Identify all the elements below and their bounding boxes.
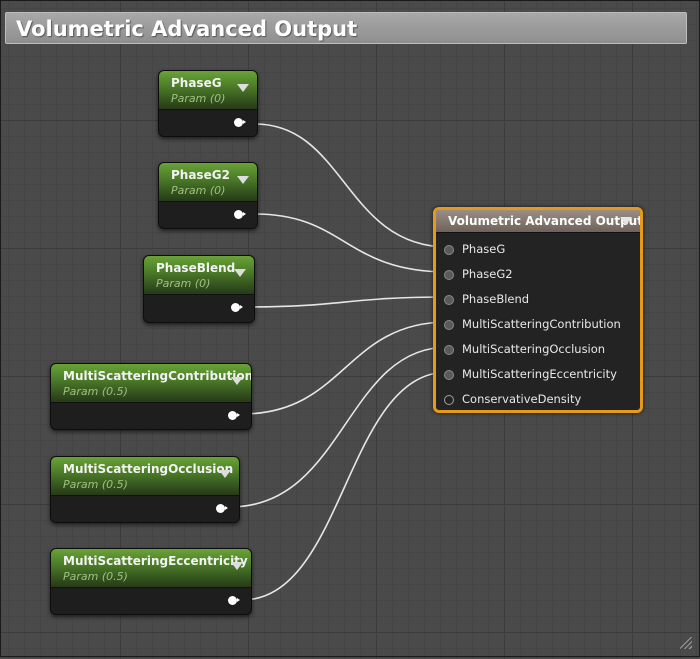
param-node-title: PhaseG <box>171 76 222 90</box>
output-pin-icon[interactable] <box>228 411 240 420</box>
param-node-title: PhaseG2 <box>171 168 230 182</box>
param-node-subtitle: Param (0) <box>171 92 226 105</box>
param-node-body <box>144 295 254 321</box>
input-row-phaseblend[interactable]: PhaseBlend <box>436 291 640 309</box>
output-node-header[interactable]: Volumetric Advanced Output <box>436 210 640 233</box>
output-node-title: Volumetric Advanced Output <box>448 214 643 228</box>
input-label: PhaseG2 <box>462 267 513 281</box>
collapse-arrow-icon[interactable] <box>620 217 632 225</box>
input-label: MultiScatteringOcclusion <box>462 342 606 356</box>
collapse-arrow-icon[interactable] <box>219 470 231 478</box>
output-pin-icon[interactable] <box>234 210 246 219</box>
param-node-body <box>51 588 251 614</box>
input-label: MultiScatteringEccentricity <box>462 367 617 381</box>
output-pin-icon[interactable] <box>231 303 243 312</box>
param-node-subtitle: Param (0.5) <box>63 385 128 398</box>
input-pin-icon[interactable] <box>444 370 454 380</box>
param-node-phaseg2[interactable]: PhaseG2 Param (0) <box>158 162 258 229</box>
input-label: MultiScatteringContribution <box>462 317 621 331</box>
resize-grip-icon[interactable] <box>680 637 692 649</box>
param-node-header[interactable]: MultiScatteringContribution Param (0.5) <box>51 364 251 403</box>
input-row-multiscattering-occlusion[interactable]: MultiScatteringOcclusion <box>436 341 640 359</box>
param-node-subtitle: Param (0) <box>171 184 226 197</box>
param-node-subtitle: Param (0.5) <box>63 570 128 583</box>
collapse-arrow-icon[interactable] <box>231 562 243 570</box>
input-pin-icon[interactable] <box>444 245 454 255</box>
param-node-multiscattering-eccentricity[interactable]: MultiScatteringEccentricity Param (0.5) <box>50 548 252 615</box>
collapse-arrow-icon[interactable] <box>234 269 246 277</box>
param-node-subtitle: Param (0.5) <box>63 478 128 491</box>
input-label: PhaseBlend <box>462 292 530 306</box>
param-node-multiscattering-occlusion[interactable]: MultiScatteringOcclusion Param (0.5) <box>50 456 240 523</box>
wire-phaseg2 <box>254 213 449 273</box>
param-node-body <box>51 403 251 429</box>
output-pin-icon[interactable] <box>234 118 246 127</box>
param-node-header[interactable]: PhaseG2 Param (0) <box>159 163 257 202</box>
param-node-body <box>159 202 257 228</box>
param-node-body <box>51 496 239 522</box>
output-pin-icon[interactable] <box>216 504 228 513</box>
param-node-title: MultiScatteringEccentricity <box>63 554 248 568</box>
input-row-multiscattering-contribution[interactable]: MultiScatteringContribution <box>436 316 640 334</box>
param-node-title: MultiScatteringContribution <box>63 369 252 383</box>
input-label: ConservativeDensity <box>462 392 582 406</box>
input-pin-icon[interactable] <box>444 320 454 330</box>
param-node-multiscattering-contribution[interactable]: MultiScatteringContribution Param (0.5) <box>50 363 252 430</box>
volumetric-advanced-output-node[interactable]: Volumetric Advanced Output PhaseG PhaseG… <box>433 207 643 413</box>
wire-multiscattering-contribution <box>241 321 449 415</box>
input-row-phaseg2[interactable]: PhaseG2 <box>436 266 640 284</box>
input-pin-icon[interactable] <box>444 345 454 355</box>
graph-title: Volumetric Advanced Output <box>16 17 358 41</box>
input-row-phaseg[interactable]: PhaseG <box>436 241 640 259</box>
collapse-arrow-icon[interactable] <box>237 84 249 92</box>
wire-phaseg <box>254 123 449 248</box>
param-node-phaseblend[interactable]: PhaseBlend Param (0) <box>143 255 255 323</box>
param-node-header[interactable]: MultiScatteringEccentricity Param (0.5) <box>51 549 251 588</box>
wire-phaseblend <box>244 296 449 308</box>
collapse-arrow-icon[interactable] <box>231 377 243 385</box>
param-node-body <box>159 110 257 136</box>
input-pin-icon[interactable] <box>444 395 454 405</box>
output-pin-icon[interactable] <box>228 596 240 605</box>
param-node-header[interactable]: MultiScatteringOcclusion Param (0.5) <box>51 457 239 496</box>
param-node-subtitle: Param (0) <box>156 277 211 290</box>
collapse-arrow-icon[interactable] <box>237 176 249 184</box>
graph-title-bar: Volumetric Advanced Output <box>5 12 687 44</box>
wire-multiscattering-occlusion <box>229 346 449 508</box>
param-node-phaseg[interactable]: PhaseG Param (0) <box>158 70 258 137</box>
input-pin-icon[interactable] <box>444 270 454 280</box>
wire-multiscattering-eccentricity <box>241 371 449 601</box>
param-node-header[interactable]: PhaseBlend Param (0) <box>144 256 254 295</box>
input-row-conservative-density[interactable]: ConservativeDensity <box>436 391 640 409</box>
param-node-title: PhaseBlend <box>156 261 236 275</box>
param-node-header[interactable]: PhaseG Param (0) <box>159 71 257 110</box>
param-node-title: MultiScatteringOcclusion <box>63 462 234 476</box>
input-pin-icon[interactable] <box>444 295 454 305</box>
input-row-multiscattering-eccentricity[interactable]: MultiScatteringEccentricity <box>436 366 640 384</box>
input-label: PhaseG <box>462 242 506 256</box>
